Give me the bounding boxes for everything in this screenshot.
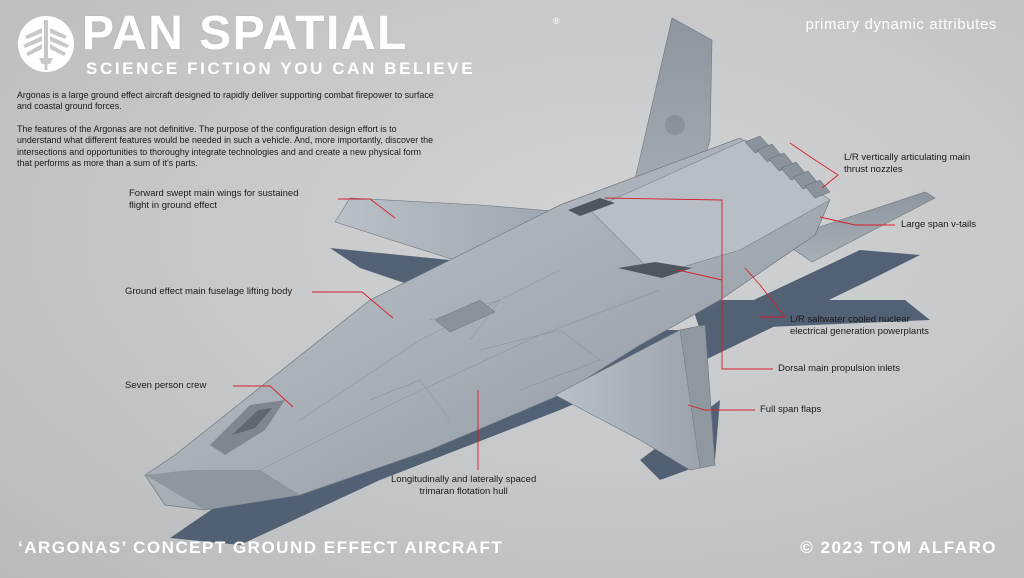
leader-wings: [338, 198, 396, 219]
section-subtitle: primary dynamic attributes: [805, 16, 997, 33]
v-tail-right: [779, 191, 936, 263]
intro-paragraph-2: The features of the Argonas are not defi…: [17, 123, 434, 169]
winged-sword-emblem-icon: [18, 16, 74, 72]
footer-title: ‘ARGONAS’ CONCEPT GROUND EFFECT AIRCRAFT: [18, 538, 504, 557]
callout-inlets: Dorsal main propulsion inlets: [778, 363, 900, 374]
leader-inlets: [677, 269, 773, 370]
callout-fuselage: Ground effect main fuselage lifting body: [125, 286, 293, 297]
callout-hull: Longitudinally and laterally spaced trim…: [391, 474, 537, 497]
leader-nozzles-1: [789, 142, 813, 159]
callout-wings: Forward swept main wings for sustained f…: [129, 188, 299, 211]
leader-vtails: [819, 216, 895, 226]
leader-crew: [233, 385, 294, 408]
thrust-nozzles: [744, 135, 831, 199]
callout-powerplants: L/R saltwater cooled nuclear electrical …: [790, 314, 929, 337]
callout-flaps: Full span flaps: [760, 404, 822, 415]
brand-title: PAN SPATIAL: [82, 7, 408, 60]
leader-power-1: [744, 267, 786, 318]
leader-inlets-2: [604, 197, 723, 280]
leader-fuselage: [312, 291, 394, 319]
callout-crew: Seven person crew: [125, 380, 207, 391]
dorsal-inlet: [618, 262, 692, 278]
footer-copyright: © 2023 TOM ALFARO: [800, 538, 997, 557]
intro-text: Argonas is a large ground effect aircraf…: [17, 90, 437, 180]
brand-tagline: SCIENCE FICTION YOU CAN BELIEVE: [86, 59, 476, 78]
flaps: [679, 324, 716, 469]
registered-mark: ®: [553, 16, 560, 26]
callout-vtails: Large span v-tails: [901, 219, 976, 230]
leader-nozzles-2: [811, 157, 839, 189]
callout-nozzles: L/R vertically articulating main thrust …: [844, 152, 971, 175]
intro-paragraph-1: Argonas is a large ground effect aircraf…: [17, 90, 434, 112]
leader-flaps: [687, 404, 755, 411]
